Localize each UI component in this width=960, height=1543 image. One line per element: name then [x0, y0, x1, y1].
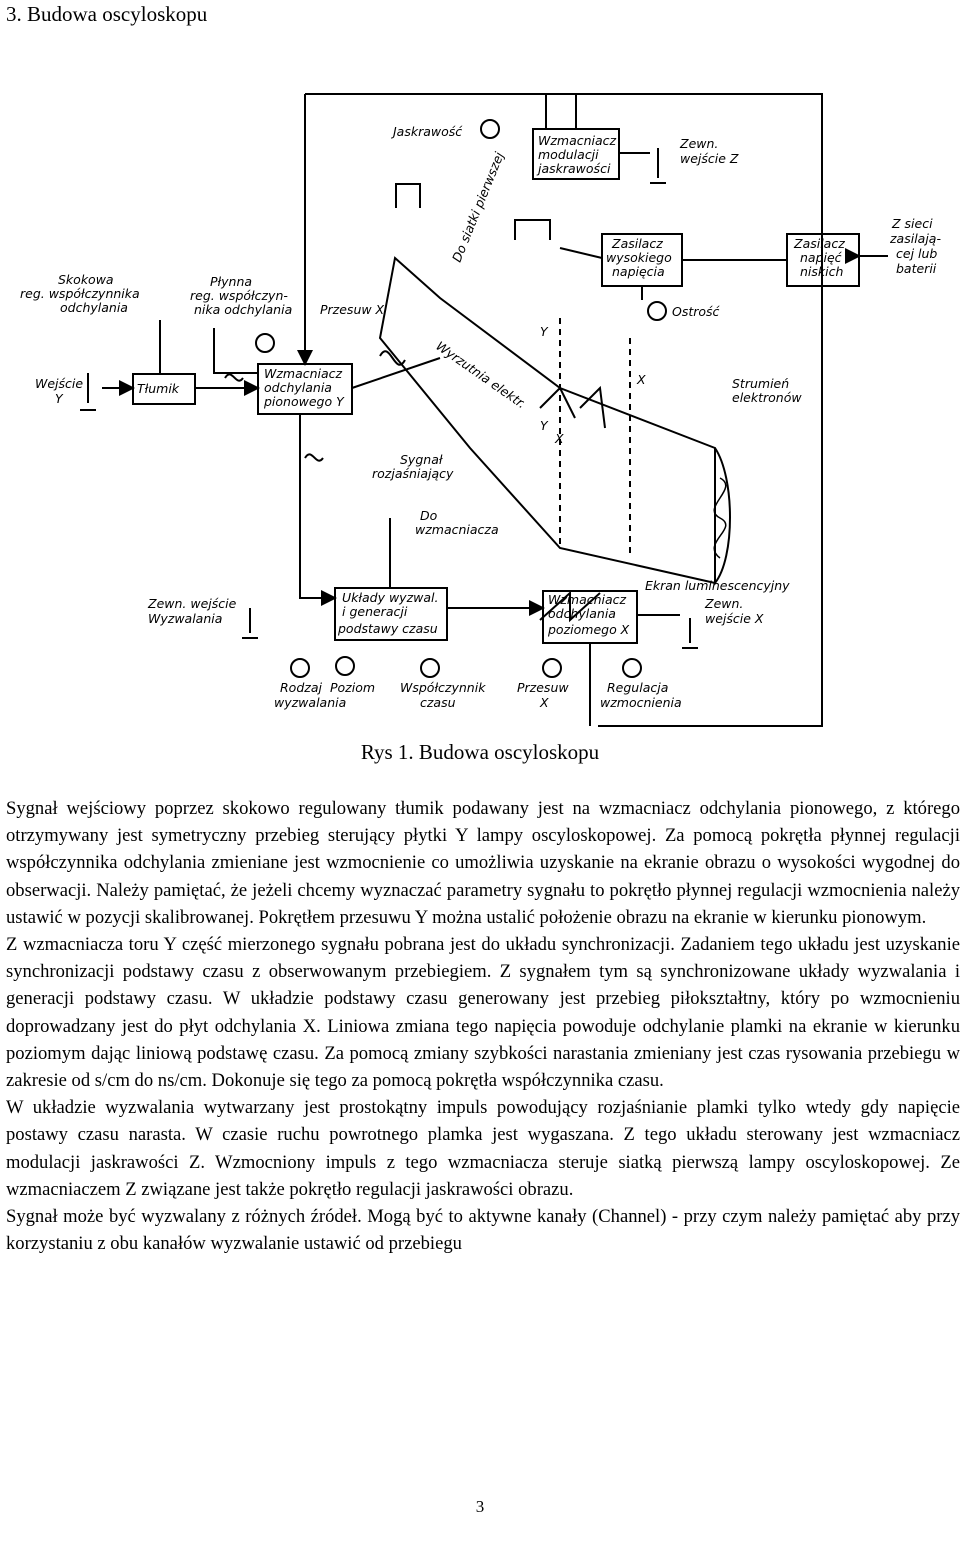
diagram-label: niskich: [800, 264, 843, 279]
paragraph: W układzie wyzwalania wytwarzany jest pr…: [6, 1097, 960, 1200]
diagram-label: modulacji: [538, 147, 599, 162]
diagram-label: Zewn. wejście: [147, 596, 237, 611]
diagram-label: Poziom: [330, 680, 375, 695]
paragraph: Sygnał wejściowy poprzez skokowo regulow…: [6, 798, 960, 928]
diagram-label: X: [554, 431, 564, 446]
diagram-label: Wzmacniacz: [264, 366, 343, 381]
diagram-label: reg. współczynnika: [20, 286, 140, 301]
diagram-label: elektronów: [732, 390, 802, 405]
diagram-label: Ostrość: [672, 304, 721, 319]
diagram-label: Wzmacniacz: [548, 592, 627, 607]
diagram-label: poziomego X: [547, 622, 630, 637]
figure-caption: Rys 1. Budowa oscyloskopu: [360, 740, 600, 764]
diagram-label: napięcia: [612, 264, 665, 279]
diagram-label: Wyzwalania: [148, 611, 222, 626]
diagram-label: Zewn.: [679, 136, 718, 151]
diagram-label: Współczynnik: [400, 680, 486, 695]
diagram-label: podstawy czasu: [337, 621, 438, 636]
diagram-label: Zewn.: [704, 596, 743, 611]
diagram-label: Regulacja: [607, 680, 668, 695]
label-jaskrawosc: Jaskrawość: [390, 124, 463, 139]
diagram-label: Skokowa: [58, 272, 114, 287]
diagram-label: baterii: [896, 261, 937, 276]
diagram-label: wyzwalania: [274, 695, 346, 710]
diagram-label: i generacji: [342, 604, 408, 619]
diagram-label: wysokiego: [606, 250, 672, 265]
diagram-label: odchylania: [60, 300, 128, 315]
diagram-label: pionowego Y: [263, 394, 345, 409]
diagram-label: odchylania: [264, 380, 332, 395]
diagram-label: nika odchylania: [194, 302, 292, 317]
body-text: Sygnał wejściowy poprzez skokowo regulow…: [6, 795, 960, 1257]
diagram-label: Przesuw X: [320, 302, 385, 317]
diagram-label: wzmacniacza: [415, 522, 499, 537]
diagram-label: X: [636, 372, 646, 387]
diagram-label: Sygnał: [400, 452, 443, 467]
diagram-label: Y: [540, 418, 549, 433]
diagram-label: cej lub: [896, 246, 937, 261]
diagram-label: Z sieci: [891, 216, 933, 231]
diagram-label: zasilają-: [889, 231, 941, 246]
diagram-label: jaskrawości: [536, 161, 611, 176]
diagram-label: Ekran luminescencyjny: [645, 578, 790, 593]
diagram-label: Wejście: [35, 376, 83, 391]
diagram-label: wejście Z: [680, 151, 739, 166]
diagram-label: Przesuw: [517, 680, 569, 695]
oscilloscope-block-diagram: Jaskrawość Wzmacniacz modulacji jaskrawo…: [0, 88, 960, 730]
diagram-label: Strumień: [732, 376, 789, 391]
diagram-label: wejście X: [705, 611, 764, 626]
page-number: 3: [475, 1497, 485, 1516]
diagram-label: Płynna: [210, 274, 252, 289]
diagram-label: Rodzaj: [280, 680, 322, 695]
diagram-label: Do siatki pierwszej: [449, 149, 507, 264]
diagram-label: Zasilacz: [611, 236, 663, 251]
diagram-label: Wzmacniacz: [538, 133, 617, 148]
diagram-label: Y: [540, 324, 549, 339]
diagram-label: Układy wyzwal.: [342, 590, 438, 605]
paragraph: Sygnał może być wyzwalany z różnych źród…: [6, 1206, 960, 1255]
section-heading: 3. Budowa oscyloskopu: [6, 2, 208, 26]
paragraph: Z wzmacniacza toru Y część mierzonego sy…: [6, 934, 960, 1092]
diagram-label: X: [539, 695, 549, 710]
diagram-label: odchylania: [548, 606, 616, 621]
diagram-label: Y: [55, 391, 64, 406]
diagram-label: czasu: [420, 695, 456, 710]
diagram-label: Tłumik: [137, 381, 180, 396]
diagram-label: Wyrzutnia elektr.: [433, 338, 529, 411]
diagram-label: Do: [420, 508, 438, 523]
diagram-label: reg. współczyn-: [190, 288, 288, 303]
diagram-label: napięć: [800, 250, 843, 265]
diagram-label: wzmocnienia: [600, 695, 682, 710]
diagram-label: Zasilacz: [793, 236, 845, 251]
diagram-label: rozjaśniający: [372, 466, 454, 481]
